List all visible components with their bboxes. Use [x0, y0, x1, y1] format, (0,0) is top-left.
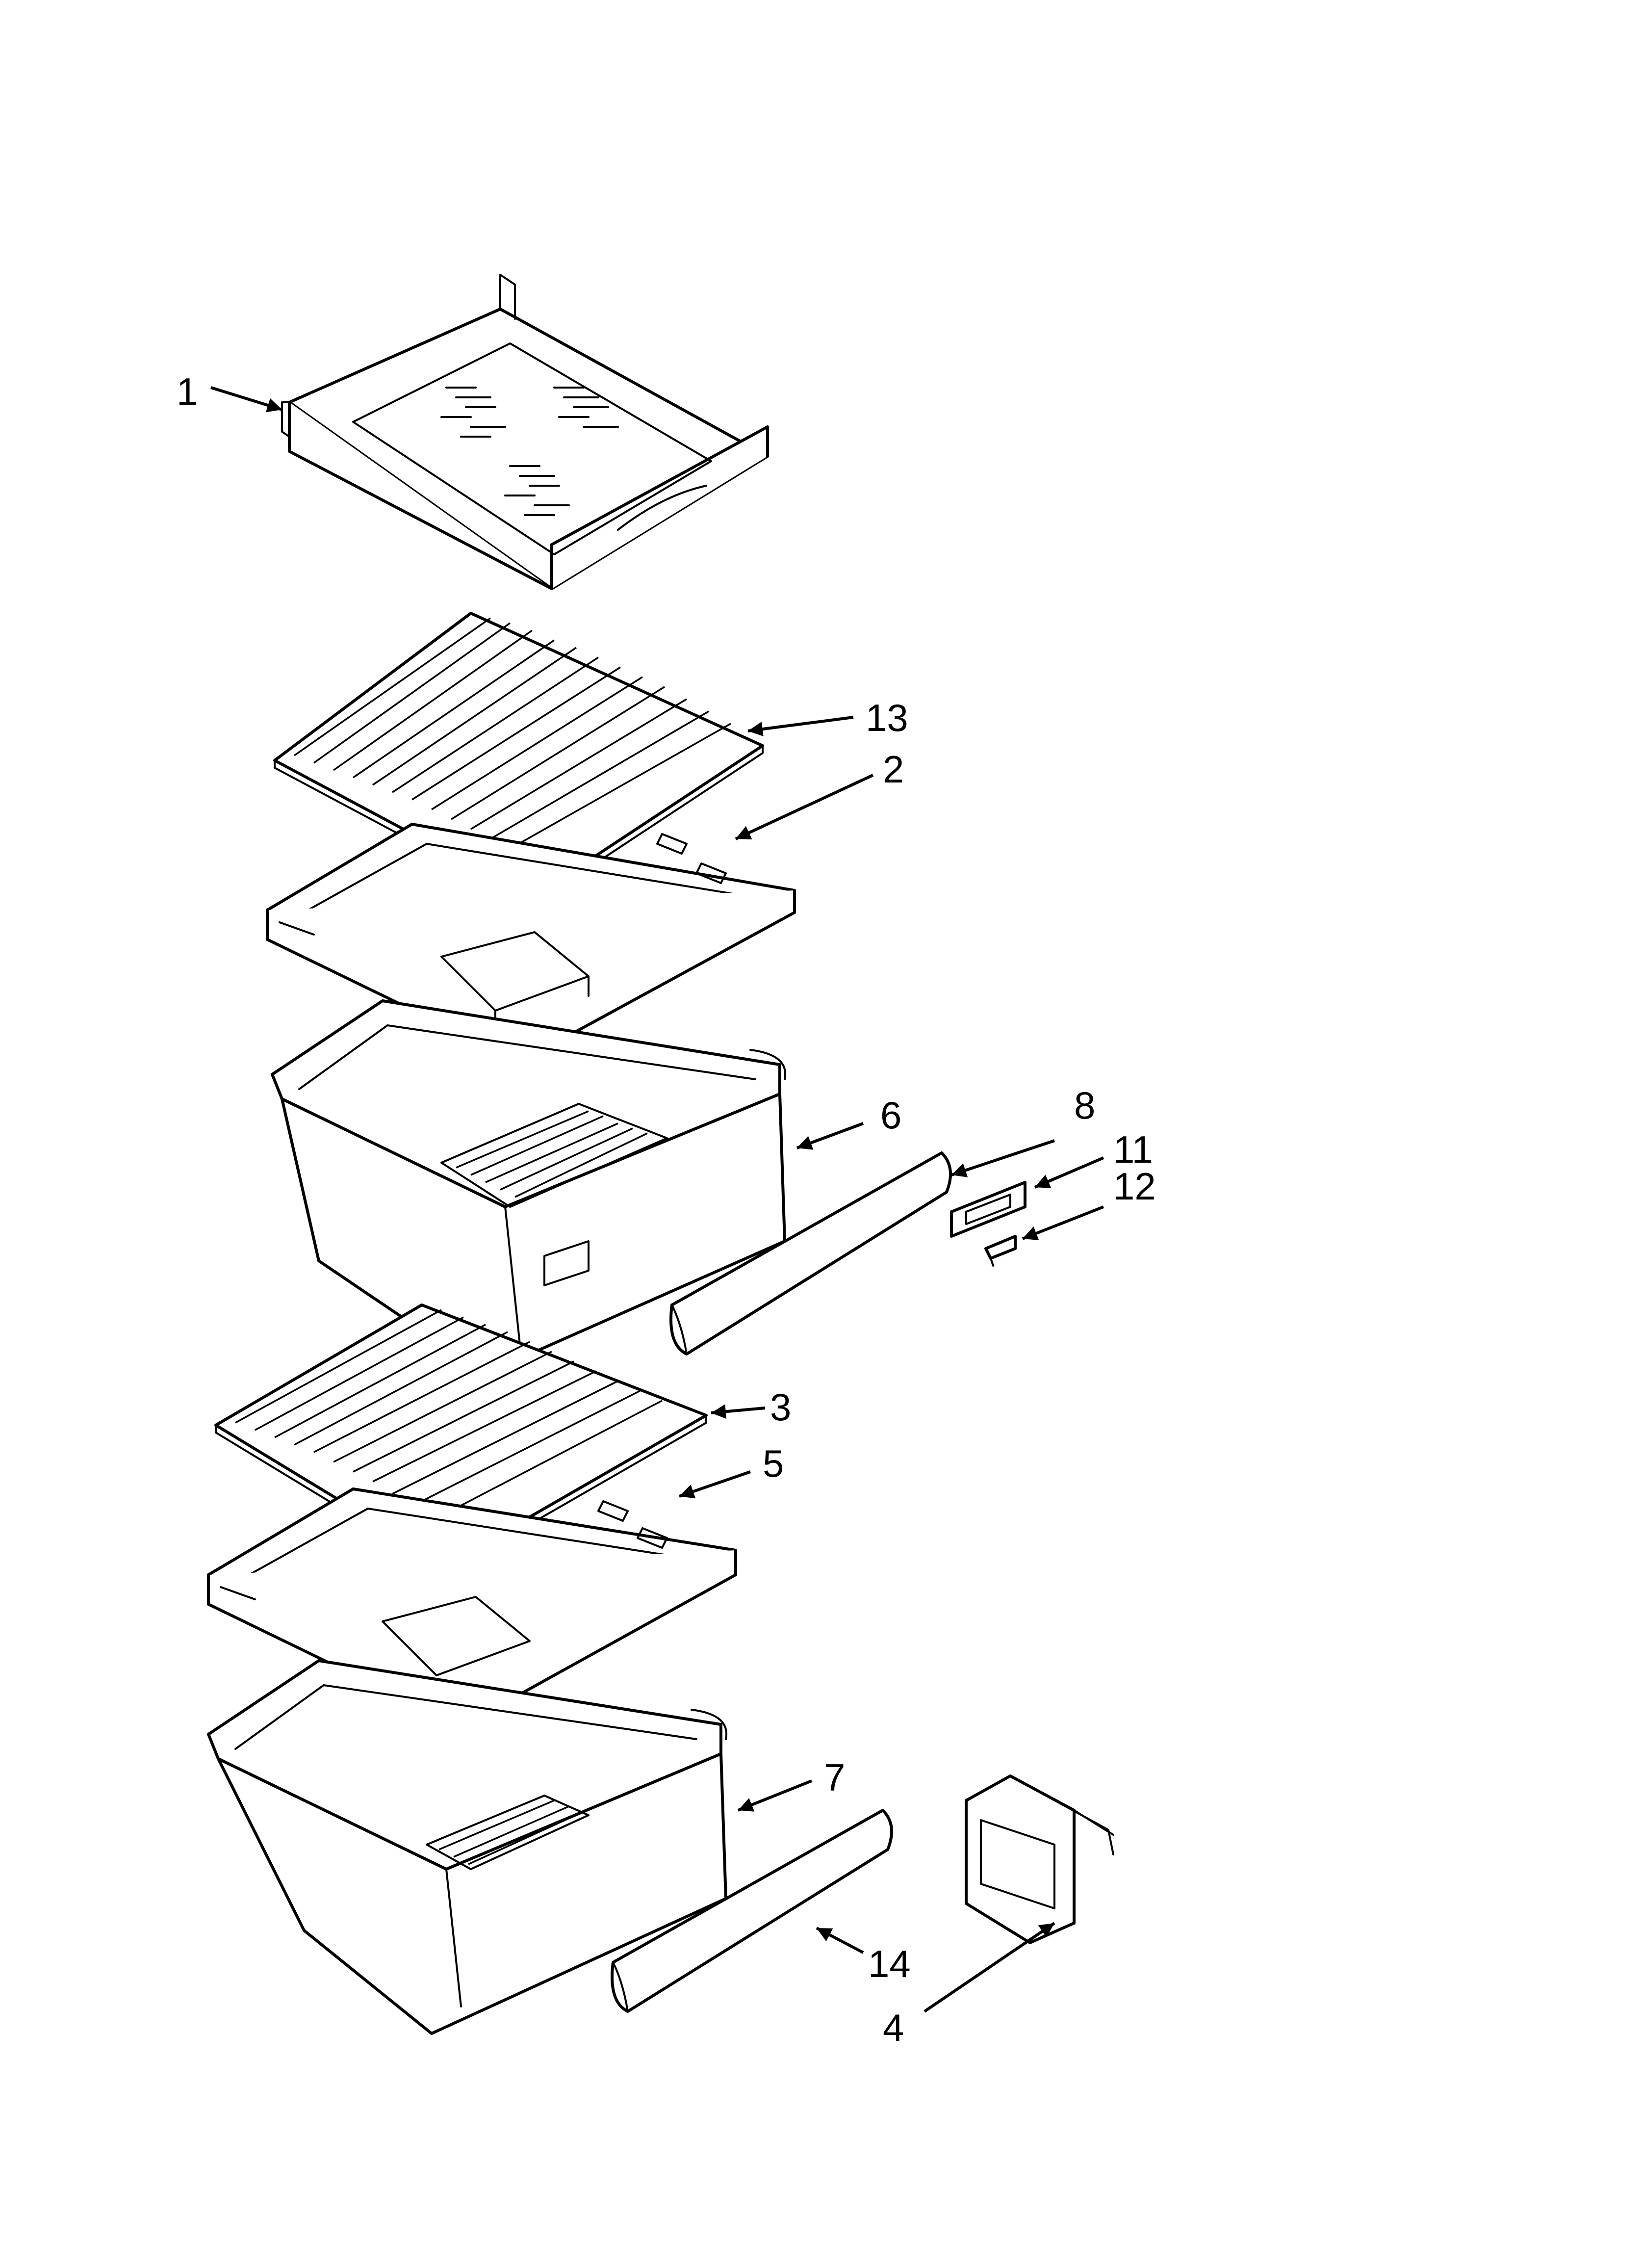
callout-11: 11	[1113, 1128, 1153, 1171]
callout-8: 8	[1074, 1084, 1095, 1127]
leader-8	[951, 1139, 1055, 1177]
callout-4: 4	[883, 2006, 904, 2049]
leader-lines	[210, 386, 1104, 2013]
callout-1: 1	[177, 370, 198, 413]
hinge-part-11	[950, 1181, 1026, 1238]
hinge-part-12	[984, 1235, 1017, 1267]
leader-14	[816, 1927, 864, 1954]
callout-2: 2	[883, 748, 904, 791]
shelf-frame-decal-marks	[440, 387, 619, 516]
leader-13	[747, 716, 854, 737]
bracket-part	[965, 1774, 1114, 1944]
leader-6	[796, 1122, 864, 1150]
callout-3: 3	[770, 1385, 791, 1429]
callout-labels: 1 13 2 6 8 11 12 3 5 7 14 4	[177, 370, 1156, 2049]
lower-handle-trim-part	[611, 1809, 893, 2013]
shelf-frame-part	[281, 274, 769, 590]
callout-6: 6	[880, 1094, 901, 1137]
leader-5	[679, 1470, 751, 1499]
callout-12: 12	[1113, 1165, 1156, 1208]
upper-handle-trim-part	[669, 1151, 952, 1356]
callout-5: 5	[763, 1442, 784, 1485]
callout-13: 13	[866, 696, 908, 739]
leader-12	[1022, 1205, 1104, 1240]
callout-14: 14	[868, 1942, 911, 1985]
leader-7	[737, 1779, 813, 1812]
leader-2	[735, 774, 874, 840]
callout-7: 7	[824, 1756, 845, 1799]
upper-crisper-drawer-part	[271, 999, 787, 1375]
leader-11	[1034, 1156, 1104, 1189]
leader-4	[924, 1922, 1055, 2013]
leader-3	[711, 1404, 766, 1419]
leader-1	[210, 386, 282, 413]
lower-crisper-cover-frame-part	[207, 1487, 737, 1728]
